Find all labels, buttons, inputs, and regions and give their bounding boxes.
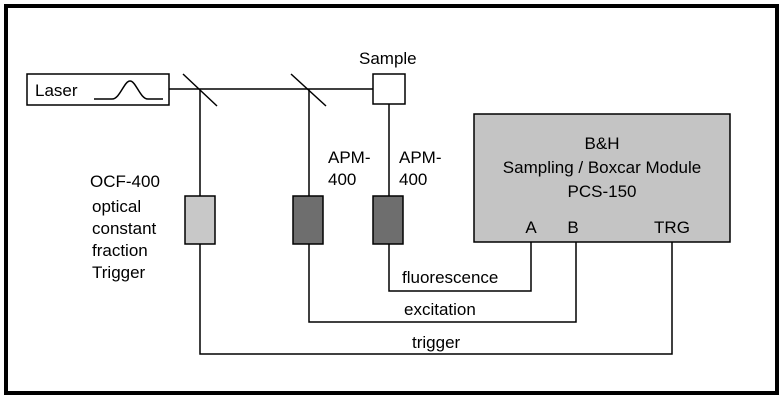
apm2-label-2: 400 — [399, 170, 427, 189]
trigger-label: trigger — [412, 333, 461, 352]
laser-label: Laser — [35, 81, 78, 100]
outer-frame — [4, 4, 779, 395]
apm1-box — [292, 195, 324, 245]
module-name: Sampling / Boxcar Module — [503, 158, 701, 177]
fluorescence-label: fluorescence — [402, 268, 498, 287]
apm2-label-1: APM- — [399, 148, 442, 167]
ocf-desc-2: constant — [92, 219, 157, 238]
module-brand: B&H — [585, 134, 620, 153]
sample-box — [372, 73, 406, 105]
ocf-box — [184, 195, 216, 245]
apm1-label-2: 400 — [328, 170, 356, 189]
fluorescence-cable — [388, 242, 532, 292]
ocf-title: OCF-400 — [90, 172, 160, 191]
laser-box — [26, 73, 170, 106]
ocf-desc-4: Trigger — [92, 263, 146, 282]
sample-label: Sample — [359, 49, 417, 68]
ocf-desc-1: optical — [92, 197, 141, 216]
module-box — [473, 113, 731, 243]
port-b-label: B — [567, 218, 578, 237]
module-model: PCS-150 — [568, 182, 637, 201]
trigger-cable — [199, 242, 673, 355]
excitation-label: excitation — [404, 300, 476, 319]
apm2-box — [372, 195, 404, 245]
laser-pulse-icon — [94, 80, 163, 100]
port-trg-label: TRG — [654, 218, 690, 237]
excitation-cable — [308, 242, 577, 323]
port-a-label: A — [525, 218, 537, 237]
apm1-label-1: APM- — [328, 148, 371, 167]
ocf-desc-3: fraction — [92, 241, 148, 260]
